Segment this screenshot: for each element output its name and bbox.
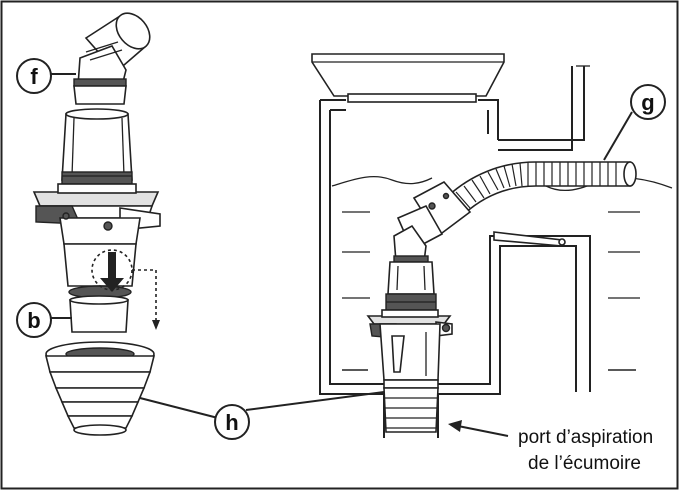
label-h: h: [214, 404, 250, 440]
skimmer-lid: [311, 53, 505, 103]
caption-line-1: port d’aspiration: [518, 427, 653, 448]
label-h-text: h: [225, 410, 238, 435]
adapter-h: [44, 341, 156, 436]
label-f: f: [16, 58, 52, 94]
connector-b: [50, 295, 129, 333]
leader-lines-h: [139, 391, 385, 419]
label-b-text: b: [27, 308, 40, 333]
elbow-fitting-installed: [393, 180, 472, 263]
caption-line-2: de l’écumoire: [528, 453, 641, 474]
label-f-text: f: [30, 64, 38, 89]
adapter-h-installed: [383, 387, 439, 438]
skimmer-flap: [493, 231, 566, 247]
label-g: g: [630, 84, 666, 120]
skimmer-body: [32, 108, 161, 299]
label-b: b: [16, 302, 52, 338]
rotation-hint: [91, 249, 160, 330]
label-g-text: g: [641, 90, 654, 115]
hose-g: [446, 111, 637, 216]
elbow-fitting-f: [48, 12, 151, 105]
skimmer-housing: [319, 65, 591, 395]
skimmer-assembly-installed: [366, 261, 453, 389]
suction-port-arrow: [448, 420, 509, 437]
